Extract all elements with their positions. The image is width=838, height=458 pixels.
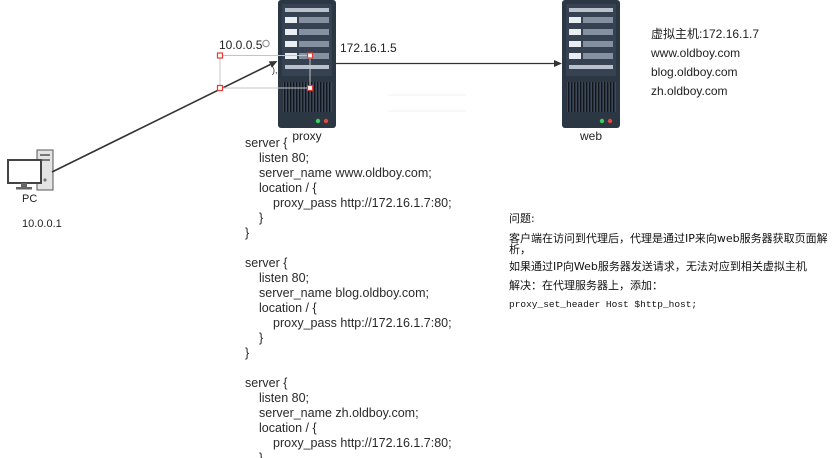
- nginx-server-block[interactable]: server { listen 80; server_name zh.oldbo…: [245, 376, 452, 458]
- config-line: location / {: [259, 421, 317, 435]
- nginx-server-block[interactable]: server { listen 80; server_name www.oldb…: [245, 136, 452, 241]
- desktop-computer-icon[interactable]: [4, 148, 54, 192]
- edge-label-fragment[interactable]: ),: [272, 65, 278, 75]
- config-line: location / {: [259, 181, 317, 195]
- config-line: }: [259, 331, 264, 345]
- vhost-textbox[interactable]: 虚拟主机:172.16.1.7 www.oldboy.com blog.oldb…: [651, 25, 759, 101]
- proxy-front-ip-label[interactable]: 10.0.0.5: [219, 38, 263, 52]
- config-line: location / {: [259, 301, 317, 315]
- web-server-icon[interactable]: [562, 0, 620, 128]
- config-line: listen 80;: [259, 271, 310, 285]
- config-line: server {: [245, 256, 288, 270]
- pc-label[interactable]: PC: [22, 193, 38, 205]
- config-line: server_name www.oldboy.com;: [259, 166, 432, 180]
- config-line: server {: [245, 136, 288, 150]
- rotate-handle-icon[interactable]: [262, 39, 270, 48]
- notes-problem: 客户端在访问到代理后，代理是通过IP来向web服务器获取页面解析，: [509, 232, 828, 256]
- config-line: proxy_pass http://172.16.1.7:80;: [273, 196, 452, 210]
- config-line: proxy_pass http://172.16.1.7:80;: [273, 316, 452, 330]
- config-line: server_name zh.oldboy.com;: [259, 406, 419, 420]
- resize-handle-bottom-left[interactable]: [216, 84, 224, 92]
- proxy-label[interactable]: proxy: [292, 129, 322, 143]
- notes-code: proxy_set_header Host $http_host;: [509, 299, 698, 310]
- nginx-server-block[interactable]: server { listen 80; server_name blog.old…: [245, 256, 452, 361]
- vhost-domain: zh.oldboy.com: [651, 84, 728, 98]
- proxy-back-ip-label[interactable]: 172.16.1.5: [340, 41, 397, 55]
- config-line: }: [245, 346, 250, 360]
- vhost-domain: www.oldboy.com: [651, 46, 741, 60]
- resize-handle-top-left[interactable]: [216, 52, 224, 59]
- pc-ip-label[interactable]: 10.0.0.1: [22, 218, 62, 230]
- notes-consequence: 如果通过IP向Web服务器发送请求，无法对应到相关虚拟主机: [509, 260, 807, 273]
- vhost-domain: blog.oldboy.com: [651, 65, 738, 79]
- config-line: }: [245, 226, 250, 240]
- web-label[interactable]: web: [579, 129, 602, 143]
- config-line: listen 80;: [259, 151, 310, 165]
- notes-heading: 问题:: [509, 212, 535, 225]
- config-line: }: [259, 211, 264, 225]
- pc-to-proxy-edge[interactable]: [51, 63, 271, 173]
- proxy-to-web-arrowhead: [554, 60, 562, 67]
- config-line: server {: [245, 376, 288, 390]
- proxy-server-icon[interactable]: [278, 0, 336, 128]
- vhost-title: 虚拟主机:172.16.1.7: [651, 27, 760, 41]
- config-line: proxy_pass http://172.16.1.7:80;: [273, 436, 452, 450]
- notes-solution: 解决：在代理服务器上，添加：: [509, 279, 663, 292]
- config-line: }: [259, 451, 264, 458]
- config-line: listen 80;: [259, 391, 310, 405]
- config-line: server_name blog.oldboy.com;: [259, 286, 429, 300]
